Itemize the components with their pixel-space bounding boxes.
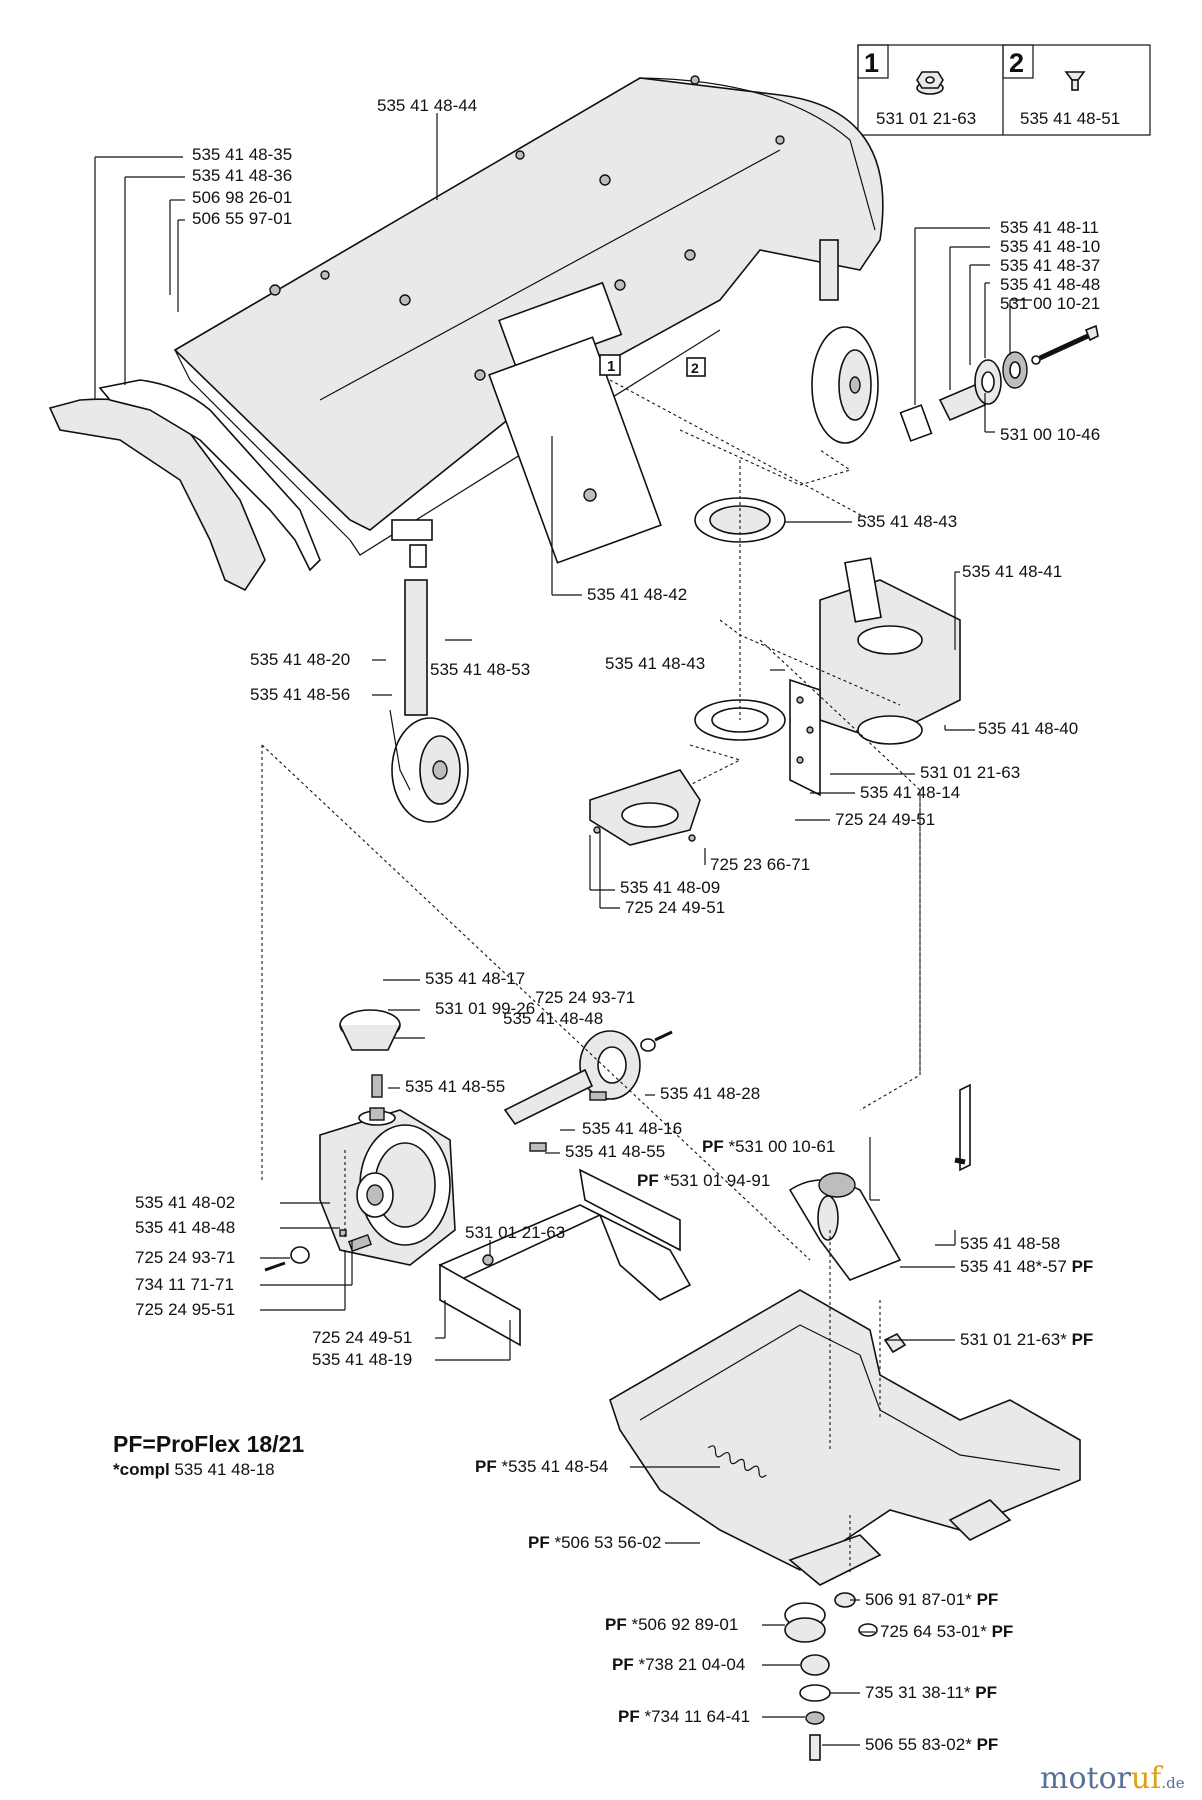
flange-nut-icon bbox=[916, 71, 944, 95]
callout-535-41-48-48-sprocket: 535 41 48-48 bbox=[503, 1009, 603, 1028]
mounting-bracket bbox=[789, 557, 961, 797]
callout-535-41-48-28: 535 41 48-28 bbox=[660, 1084, 760, 1103]
callout-725-23-66-71: 725 23 66-71 bbox=[710, 855, 810, 874]
callout-506-91-87-01-pf: 506 91 87-01* PF bbox=[865, 1590, 998, 1609]
callout-535-41-48-54-pf: PF *535 41 48-54 bbox=[475, 1457, 608, 1476]
spring-and-mount-stack bbox=[707, 1445, 882, 1761]
callout-535-41-48-48: 535 41 48-48 bbox=[1000, 275, 1100, 294]
callout-535-41-48-37: 535 41 48-37 bbox=[1000, 256, 1100, 275]
callout-535-41-48-17: 535 41 48-17 bbox=[425, 969, 525, 988]
callout-535-41-48-02: 535 41 48-02 bbox=[135, 1193, 235, 1212]
callout-535-41-48-20: 535 41 48-20 bbox=[250, 650, 350, 669]
svg-text:motoruf.de: motoruf.de bbox=[1040, 1761, 1185, 1796]
callout-531-00-10-46: 531 00 10-46 bbox=[1000, 425, 1100, 444]
callout-535-41-48-41: 535 41 48-41 bbox=[962, 562, 1062, 581]
callout-535-41-48-48-gearbox: 535 41 48-48 bbox=[135, 1218, 235, 1237]
callout-725-24-95-51: 725 24 95-51 bbox=[135, 1300, 235, 1319]
callout-535-41-48-58: 535 41 48-58 bbox=[960, 1234, 1060, 1253]
inset-table: 1 2 531 01 21-63 535 41 48-51 bbox=[857, 44, 1151, 136]
legend-title: PF=ProFlex 18/21 bbox=[113, 1431, 304, 1457]
callout-531-01-94-91-pf: PF *531 01 94-91 bbox=[637, 1171, 770, 1190]
inset-box-1-part: 531 01 21-63 bbox=[876, 109, 976, 128]
callout-506-53-56-02-pf: PF *506 53 56-02 bbox=[528, 1533, 661, 1552]
callout-535-41-48-10: 535 41 48-10 bbox=[1000, 237, 1100, 256]
pf-legend: PF=ProFlex 18/21 *compl 535 41 48-18 bbox=[113, 1431, 304, 1479]
bearing-rings bbox=[694, 497, 786, 741]
callout-535-41-48-56: 535 41 48-56 bbox=[250, 685, 350, 704]
callout-725-24-49-51-bracket: 725 24 49-51 bbox=[835, 810, 935, 829]
callout-535-41-48-44: 535 41 48-44 bbox=[377, 96, 477, 115]
callout-725-64-53-01-pf: 725 64 53-01* PF bbox=[880, 1622, 1013, 1641]
axle-parts bbox=[899, 324, 1099, 442]
callout-535-41-48-55-upper: 535 41 48-55 bbox=[405, 1077, 505, 1096]
callout-535-41-48-14: 535 41 48-14 bbox=[860, 783, 960, 802]
left-frame bbox=[438, 1168, 692, 1347]
callout-535-41-48-53: 535 41 48-53 bbox=[430, 660, 530, 679]
pivot-frame bbox=[609, 1083, 1081, 1571]
callout-535-41-48-36: 535 41 48-36 bbox=[192, 166, 292, 185]
brush-housing: 1 2 bbox=[173, 75, 884, 564]
callout-535-41-48-09: 535 41 48-09 bbox=[620, 878, 720, 897]
svg-text:2: 2 bbox=[691, 360, 699, 376]
callout-506-55-83-02-pf: 506 55 83-02* PF bbox=[865, 1735, 998, 1754]
callout-506-98-26-01: 506 98 26-01 bbox=[192, 188, 292, 207]
left-caster-wheel bbox=[389, 519, 469, 823]
gearbox bbox=[319, 1009, 456, 1266]
callout-725-24-93-71-gearbox: 725 24 93-71 bbox=[135, 1248, 235, 1267]
inset-box-2-part: 535 41 48-51 bbox=[1020, 109, 1120, 128]
dashed-alignment-lines bbox=[261, 379, 921, 1575]
countersunk-screw-icon bbox=[1064, 71, 1086, 91]
callout-535-41-48-19: 535 41 48-19 bbox=[312, 1350, 412, 1369]
callout-738-21-04-04-pf: PF *738 21 04-04 bbox=[612, 1655, 745, 1674]
callout-535-41-48-43-lower: 535 41 48-43 bbox=[605, 654, 705, 673]
callout-535-41-48-57-pf: 535 41 48*-57 PF bbox=[960, 1257, 1093, 1276]
lower-mount-plate bbox=[589, 769, 701, 846]
callout-535-41-48-42: 535 41 48-42 bbox=[587, 585, 687, 604]
callout-535-41-48-55-lower: 535 41 48-55 bbox=[565, 1142, 665, 1161]
callout-531-01-21-63-pf: 531 01 21-63* PF bbox=[960, 1330, 1093, 1349]
callout-531-01-99-26: 531 01 99-26 bbox=[435, 999, 535, 1018]
svg-text:1: 1 bbox=[607, 358, 615, 375]
callout-725-24-49-51-plate: 725 24 49-51 bbox=[625, 898, 725, 917]
callout-535-41-48-43-upper: 535 41 48-43 bbox=[857, 512, 957, 531]
callout-535-41-48-35: 535 41 48-35 bbox=[192, 145, 292, 164]
right-caster-wheel bbox=[811, 239, 879, 444]
callout-535-41-48-16: 535 41 48-16 bbox=[582, 1119, 682, 1138]
callout-535-41-48-11: 535 41 48-11 bbox=[1000, 218, 1099, 237]
leader-lines bbox=[94, 113, 1032, 1746]
callout-725-24-93-71-sprocket: 725 24 93-71 bbox=[535, 988, 635, 1007]
legend-compl: *compl 535 41 48-18 bbox=[113, 1460, 275, 1479]
callout-531-00-10-21: 531 00 10-21 bbox=[1000, 294, 1100, 313]
callout-734-11-71-71: 734 11 71-71 bbox=[135, 1275, 234, 1294]
inset-box-1-number: 1 bbox=[864, 48, 879, 78]
watermark-logo: motoruf.de bbox=[1040, 1761, 1185, 1796]
sprocket-and-shaft bbox=[503, 1030, 673, 1152]
callout-535-41-48-40: 535 41 48-40 bbox=[978, 719, 1078, 738]
callout-506-55-97-01: 506 55 97-01 bbox=[192, 209, 292, 228]
callout-531-01-21-63-frame: 531 01 21-63 bbox=[465, 1223, 565, 1242]
callout-506-92-89-01-pf: PF *506 92 89-01 bbox=[605, 1615, 738, 1634]
callout-531-01-21-63-bracket: 531 01 21-63 bbox=[920, 763, 1020, 782]
callout-531-00-10-61-pf: PF *531 00 10-61 bbox=[702, 1137, 835, 1156]
callout-735-31-38-11-pf: 735 31 38-11* PF bbox=[865, 1683, 997, 1702]
side-plates bbox=[48, 379, 321, 592]
gearbox-fasteners bbox=[264, 1229, 373, 1272]
callout-725-24-49-51-frame: 725 24 49-51 bbox=[312, 1328, 412, 1347]
inset-box-2-number: 2 bbox=[1009, 48, 1024, 78]
callout-labels: 535 41 48-44 535 41 48-35 535 41 48-36 5… bbox=[135, 96, 1100, 1754]
callout-734-11-64-41-pf: PF *734 11 64-41 bbox=[618, 1707, 750, 1726]
